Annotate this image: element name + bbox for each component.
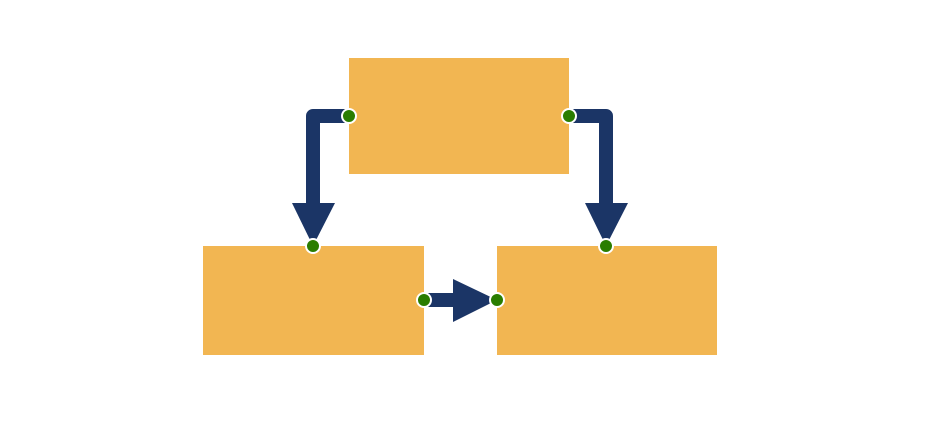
arrowhead-bottom-right	[585, 203, 628, 246]
node-top[interactable]	[349, 58, 569, 174]
connection-points	[305, 108, 614, 308]
connection-point-bottom-right-left[interactable]	[489, 292, 505, 308]
arrowhead-bottom-left	[292, 203, 335, 246]
connection-point-bottom-left-top[interactable]	[305, 238, 321, 254]
arrowhead-middle	[453, 279, 497, 322]
arrow-top-to-bottom-right[interactable]	[569, 109, 613, 206]
node-bottom-right[interactable]	[497, 246, 717, 355]
connection-point-top-left[interactable]	[341, 108, 357, 124]
nodes	[203, 58, 717, 355]
node-bottom-left[interactable]	[203, 246, 424, 355]
arrow-top-to-bottom-left[interactable]	[306, 109, 349, 206]
connector-arrows	[292, 109, 628, 322]
connection-point-bottom-left-right[interactable]	[416, 292, 432, 308]
connection-point-bottom-right-top[interactable]	[598, 238, 614, 254]
connection-point-top-right[interactable]	[561, 108, 577, 124]
